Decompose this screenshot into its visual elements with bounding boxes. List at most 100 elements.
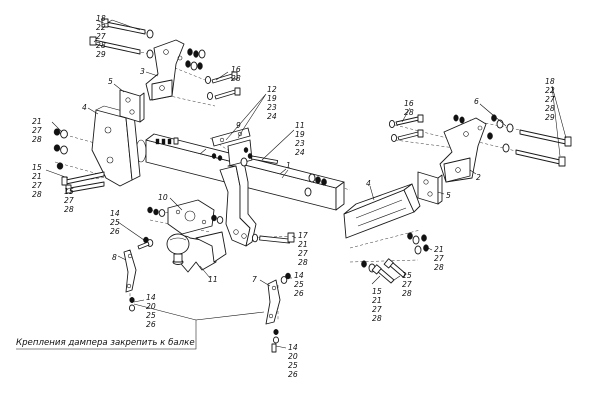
part-label-10: 10 bbox=[158, 193, 168, 202]
callout-28: 28 bbox=[32, 135, 42, 144]
top-left-bracket bbox=[145, 39, 185, 101]
callout-14: 14 bbox=[146, 293, 156, 302]
callout-27: 27 bbox=[298, 249, 308, 258]
socket-plate-10 bbox=[147, 199, 224, 235]
label-group-12: 12 19 23 24 bbox=[267, 85, 277, 121]
part-label-4-left: 4 bbox=[82, 103, 87, 112]
callout-25: 25 bbox=[146, 311, 156, 320]
callout-27: 27 bbox=[402, 280, 412, 289]
callout-27: 27 bbox=[372, 305, 382, 314]
label-group-17: 17 21 27 28 bbox=[298, 231, 308, 267]
beam-end-spacers bbox=[155, 137, 179, 145]
callout-25: 25 bbox=[294, 280, 304, 289]
damper-bracket-8 bbox=[123, 236, 154, 312]
leader-lines bbox=[16, 19, 567, 350]
part-label-2: 2 bbox=[476, 173, 481, 182]
label-group-14-right: 14 25 26 bbox=[294, 271, 304, 298]
callout-27: 27 bbox=[32, 126, 42, 135]
label-group-15-left-b: 15 27 28 bbox=[64, 187, 74, 214]
part-label-4-right: 4 bbox=[366, 179, 371, 188]
callout-15: 15 bbox=[372, 287, 382, 296]
callout-28: 28 bbox=[298, 258, 308, 267]
ball-mount-11 bbox=[166, 231, 227, 273]
callout-29: 29 bbox=[96, 50, 106, 59]
callout-28: 28 bbox=[231, 74, 241, 83]
callout-22: 22 bbox=[96, 23, 106, 32]
right-side-bracket bbox=[343, 183, 421, 239]
label-group-21-right: 21 27 28 bbox=[434, 245, 444, 272]
callout-27: 27 bbox=[434, 254, 444, 263]
callout-28: 28 bbox=[402, 289, 412, 298]
callout-21: 21 bbox=[372, 296, 382, 305]
label-group-top-right: 18 22 27 28 29 bbox=[545, 77, 555, 122]
callout-27: 27 bbox=[96, 32, 106, 41]
callout-22: 22 bbox=[545, 86, 555, 95]
callout-14: 14 bbox=[288, 343, 298, 352]
label-group-16-left: 16 28 bbox=[231, 65, 241, 83]
label-group-15-right-b: 15 21 27 28 bbox=[372, 287, 382, 323]
label-group-14-mid: 14 20 25 26 bbox=[146, 293, 156, 329]
part-label-1: 1 bbox=[286, 161, 291, 170]
part-numbers: 1 2 3 4 4 5 5 6 7 8 9 10 11 bbox=[82, 67, 481, 284]
label-group-14-top: 14 25 26 bbox=[110, 209, 120, 236]
left-plate bbox=[119, 89, 145, 123]
callout-25: 25 bbox=[288, 361, 298, 370]
label-group-15-left: 15 21 27 28 bbox=[32, 163, 42, 199]
right-plate bbox=[417, 171, 443, 205]
callout-23: 23 bbox=[267, 103, 277, 112]
beam-end-nuts bbox=[304, 173, 327, 197]
callout-29: 29 bbox=[545, 113, 555, 122]
callout-14: 14 bbox=[294, 271, 304, 280]
right-lower-fasteners bbox=[361, 232, 429, 284]
callout-26: 26 bbox=[110, 227, 120, 236]
part-label-5-right: 5 bbox=[446, 191, 451, 200]
callout-28: 28 bbox=[372, 314, 382, 323]
callout-26: 26 bbox=[146, 320, 156, 329]
part-label-7: 7 bbox=[252, 275, 257, 284]
callout-11: 11 bbox=[295, 121, 305, 130]
callout-14: 14 bbox=[110, 209, 120, 218]
callout-21: 21 bbox=[298, 240, 308, 249]
callout-24: 24 bbox=[295, 148, 305, 157]
label-group-top-left: 18 22 27 28 29 bbox=[96, 14, 106, 59]
callout-28: 28 bbox=[545, 104, 555, 113]
callout-27: 27 bbox=[545, 95, 555, 104]
callout-28: 28 bbox=[32, 190, 42, 199]
top-mid-bolts bbox=[204, 71, 241, 101]
label-group-16-right: 16 28 bbox=[404, 99, 414, 117]
central-drop-bracket bbox=[219, 157, 257, 247]
callout-27: 27 bbox=[32, 181, 42, 190]
top-left-bolts bbox=[89, 18, 206, 71]
callout-28: 28 bbox=[64, 205, 74, 214]
damper-note: Крепления дампера закрепить к балке bbox=[16, 338, 195, 348]
callout-15: 15 bbox=[402, 271, 412, 280]
callout-21: 21 bbox=[434, 245, 444, 254]
callout-19: 19 bbox=[295, 130, 305, 139]
part-label-6: 6 bbox=[474, 97, 479, 106]
callout-16: 16 bbox=[231, 65, 241, 74]
callout-27: 27 bbox=[64, 196, 74, 205]
damper-bracket-7 bbox=[265, 272, 291, 353]
label-group-15-right: 15 27 28 bbox=[402, 271, 412, 298]
callout-17: 17 bbox=[298, 231, 308, 240]
callout-24: 24 bbox=[267, 112, 277, 121]
callout-18: 18 bbox=[96, 14, 106, 23]
part-label-5-left: 5 bbox=[108, 77, 113, 86]
callout-20: 20 bbox=[288, 352, 298, 361]
label-group-11: 11 19 23 24 bbox=[295, 121, 305, 157]
callout-25: 25 bbox=[110, 218, 120, 227]
callout-26: 26 bbox=[294, 289, 304, 298]
label-group-14-bottom: 14 20 25 26 bbox=[288, 343, 298, 379]
part-label-11: 11 bbox=[208, 275, 218, 284]
right-top-bolts bbox=[388, 114, 465, 143]
callout-16: 16 bbox=[404, 99, 414, 108]
part-label-9: 9 bbox=[236, 121, 241, 130]
callout-15: 15 bbox=[64, 187, 74, 196]
callout-23: 23 bbox=[295, 139, 305, 148]
callout-28: 28 bbox=[434, 263, 444, 272]
part-label-8: 8 bbox=[112, 253, 117, 262]
callout-12: 12 bbox=[267, 85, 277, 94]
callout-20: 20 bbox=[146, 302, 156, 311]
label-group-21-left: 21 27 28 bbox=[32, 117, 42, 144]
part-label-3: 3 bbox=[140, 67, 145, 76]
